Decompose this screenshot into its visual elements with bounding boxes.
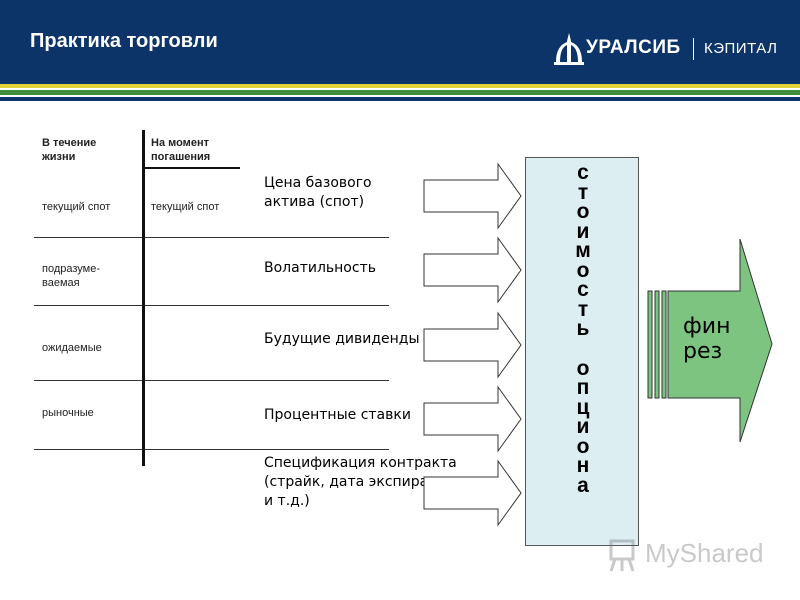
table-divider [34, 449, 389, 450]
input-arrow-spot [423, 162, 522, 230]
watermark-text: MyShared [645, 538, 764, 568]
input-arrow-volatility [423, 236, 522, 304]
factor-volatility: Волатильность [264, 260, 376, 276]
option-value-letter: н [576, 454, 590, 477]
presentation-icon [609, 539, 635, 572]
option-value-letter: ь [576, 317, 590, 340]
watermark: MyShared [605, 535, 775, 575]
col-header-life: В течение жизни [42, 137, 97, 163]
logo-name: УРАЛСИБ [586, 37, 681, 58]
option-value-letter: и [576, 415, 590, 438]
option-value-letter: и [576, 219, 590, 243]
table-row-volatility-life: подразуме-ваемая [42, 263, 101, 289]
table-divider [34, 237, 389, 238]
option-value-letter: о [576, 356, 590, 380]
header-bar: Практика торговли УРАЛСИБ КЭПИТАЛ [0, 0, 800, 84]
option-value-letter: о [576, 200, 590, 223]
factor-interest-rates: Процентные ставки [264, 407, 411, 423]
factor-spot-price: Цена базового актива (спот) [264, 175, 372, 210]
option-value-letter: ц [576, 395, 590, 419]
result-label: фин рез [683, 314, 731, 364]
option-value-letter: п [576, 376, 590, 399]
factor-dividends: Будущие дивиденды [264, 331, 420, 347]
table-column-divider [142, 130, 145, 466]
input-arrow-dividends [423, 311, 522, 379]
input-arrow-rates [423, 385, 522, 453]
option-value-box [525, 157, 639, 546]
table-row-spot-life: текущий спот [42, 201, 111, 213]
col-header-expiry: На момент погашения [151, 137, 211, 163]
tower-logo-icon [554, 33, 584, 65]
option-value-letter: с [577, 161, 589, 184]
table-header-underline [142, 167, 240, 169]
option-value-letter: о [576, 258, 590, 282]
header-stripes [0, 84, 800, 101]
uralsib-logo: УРАЛСИБ КЭПИТАЛ [552, 32, 782, 66]
table-row-dividends-life: ожидаемые [42, 342, 102, 354]
option-value-letter: с [577, 278, 589, 301]
result-arrow [647, 238, 773, 443]
logo-subtitle: КЭПИТАЛ [704, 40, 778, 57]
table-divider [34, 305, 389, 306]
table-row-spot-expiry: текущий спот [151, 201, 220, 213]
option-value-letter: т [577, 297, 589, 321]
logo-separator [693, 38, 694, 60]
factor-contract-spec: Спецификация контракта (страйк, дата экс… [264, 455, 457, 509]
option-value-letter: а [577, 473, 589, 497]
table-row-rates-life: рыночные [42, 407, 94, 419]
option-value-letter: т [577, 180, 589, 204]
table-divider [34, 380, 389, 381]
option-value-letter: о [576, 434, 590, 458]
option-value-letter: м [575, 239, 591, 262]
input-arrow-contract [423, 459, 522, 527]
page-title: Практика торговли [30, 30, 218, 52]
